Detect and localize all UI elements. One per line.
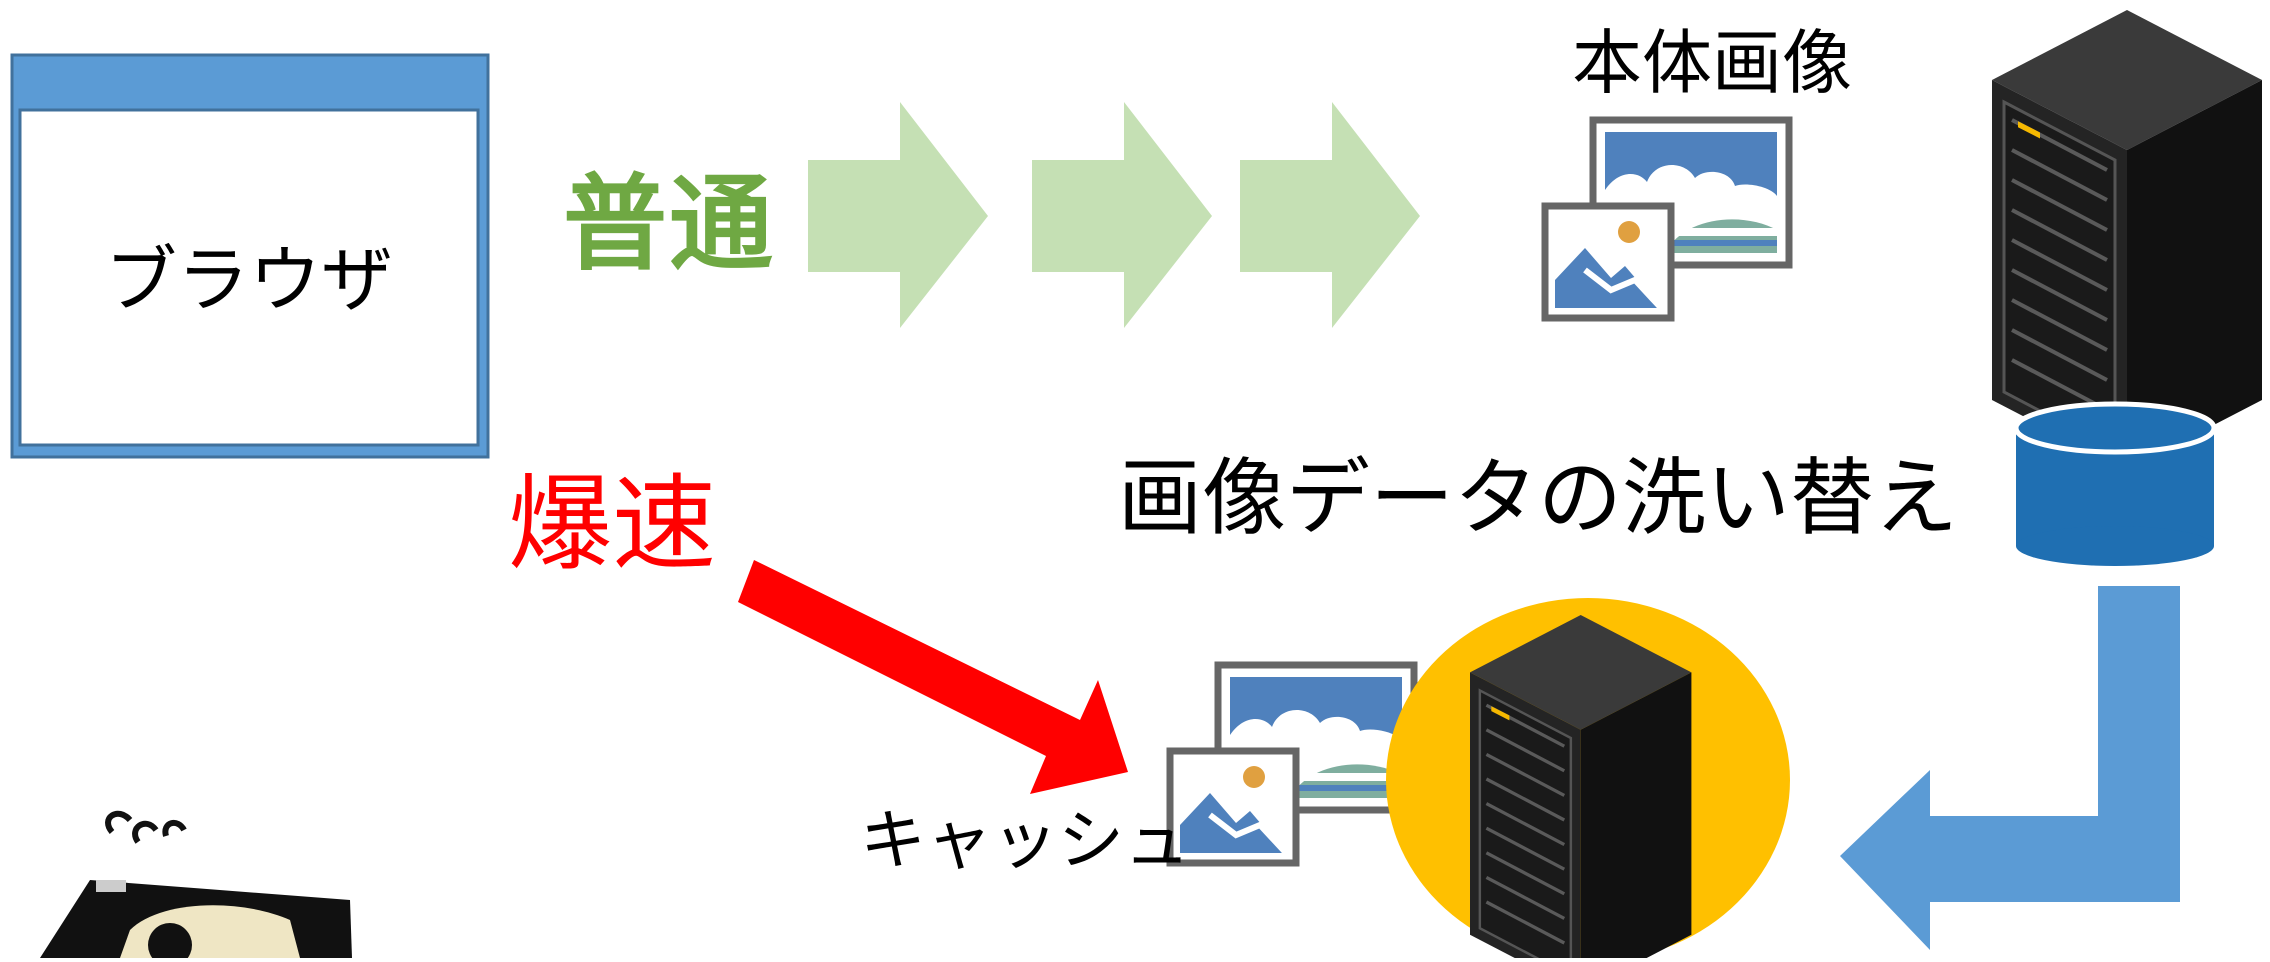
browser-window-icon	[10, 53, 490, 459]
normal-arrow-2	[1032, 102, 1212, 328]
cache-photo-icon	[1170, 665, 1414, 863]
cache-server-rack-icon	[1468, 613, 1694, 962]
normal-arrow-1	[808, 102, 988, 328]
normal-arrow-3	[1240, 102, 1420, 328]
origin-server-rack-icon	[1990, 8, 2264, 472]
mascot-icon	[40, 810, 352, 962]
original-photo-icon	[1545, 120, 1789, 318]
original-image-label: 本体画像	[1572, 22, 1852, 104]
cache-label: キャッシュ	[860, 802, 1190, 879]
browser-label: ブラウザ	[105, 238, 394, 322]
sync-arrow	[1840, 586, 2180, 950]
fast-path-label: 爆速	[508, 463, 717, 585]
data-swap-label: 画像データの洗い替え	[1118, 449, 1959, 547]
normal-path-label: 普通	[563, 163, 776, 285]
database-icon	[2013, 401, 2217, 566]
fast-path-arrow	[738, 560, 1128, 794]
normal-path-arrows	[808, 102, 1420, 328]
